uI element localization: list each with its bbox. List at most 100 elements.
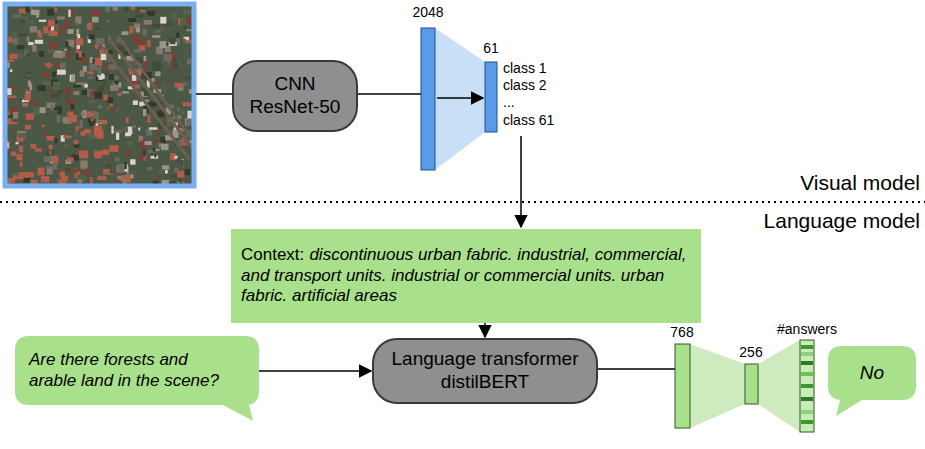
building-patch	[65, 88, 72, 94]
building-patch	[186, 17, 192, 24]
building-patch	[144, 141, 151, 145]
building-patch	[105, 7, 110, 13]
dimension-label: 2048	[412, 4, 443, 21]
building-patch	[81, 112, 85, 116]
text-block: Context:discontinuous urban fabric. indu…	[241, 245, 691, 306]
head-trapezoid	[758, 340, 800, 432]
answer-score-stripe	[801, 352, 813, 356]
building-patch	[25, 93, 31, 100]
building-patch	[62, 24, 70, 28]
building-patch	[182, 102, 191, 106]
building-patch	[35, 40, 43, 44]
building-patch	[31, 144, 36, 149]
building-patch	[87, 89, 94, 96]
building-patch	[153, 148, 155, 152]
building-patch	[183, 82, 187, 85]
building-patch	[60, 63, 66, 69]
building-patch	[14, 172, 20, 174]
building-patch	[93, 112, 99, 119]
building-patch	[156, 82, 160, 85]
building-patch	[60, 172, 65, 177]
building-patch	[82, 57, 87, 64]
building-patch	[79, 51, 82, 58]
building-patch	[38, 30, 41, 34]
building-patch	[70, 169, 77, 173]
building-patch	[72, 11, 74, 16]
building-patch	[13, 112, 18, 119]
text-block: CNN ResNet-50	[245, 73, 345, 119]
building-patch	[132, 125, 136, 128]
building-patch	[107, 20, 109, 22]
node-text: Context:	[241, 245, 304, 264]
building-patch	[68, 10, 70, 17]
node-text: Are there forests and arable land in the…	[29, 350, 234, 391]
building-patch	[35, 149, 42, 152]
building-patch	[95, 45, 99, 49]
building-patch	[110, 104, 113, 107]
node-outline	[233, 61, 357, 131]
building-patch	[127, 141, 133, 146]
building-patch	[135, 14, 144, 17]
building-patch	[96, 38, 105, 45]
building-patch	[37, 167, 44, 175]
building-patch	[48, 20, 55, 27]
building-patch	[76, 126, 79, 131]
building-patch	[98, 105, 102, 109]
building-patch	[19, 33, 27, 36]
building-patch	[183, 9, 191, 15]
building-patch	[114, 81, 118, 85]
building-patch	[177, 157, 179, 162]
node-text: discontinuous urban fabric. industrial, …	[241, 245, 686, 305]
dimension-label: 768	[670, 324, 693, 341]
node-outline	[373, 339, 597, 403]
building-patch	[122, 127, 128, 132]
building-patch	[80, 70, 85, 76]
dimension-label: 61	[483, 40, 499, 57]
building-patch	[67, 52, 71, 60]
node-outline	[231, 229, 701, 323]
building-patch	[174, 63, 179, 69]
building-patch	[160, 17, 166, 24]
node-outline	[15, 336, 259, 421]
building-patch	[57, 70, 66, 75]
railway-track	[110, 40, 194, 150]
building-patch	[28, 42, 33, 45]
answer-vector-bar	[800, 340, 814, 432]
connector-arrow	[259, 370, 371, 372]
building-patch	[49, 42, 57, 49]
class-label: class 61	[503, 112, 554, 129]
building-patch	[92, 17, 99, 23]
building-patch	[147, 167, 153, 171]
building-patch	[174, 156, 177, 159]
building-patch	[43, 131, 47, 136]
building-patch	[157, 176, 159, 180]
building-patch	[136, 27, 140, 32]
answer-score-stripe	[801, 420, 813, 424]
building-patch	[20, 20, 25, 23]
building-patch	[181, 159, 184, 167]
section-label: Visual model	[800, 170, 920, 195]
building-patch	[71, 104, 75, 110]
building-patch	[76, 38, 83, 45]
building-patch	[13, 15, 20, 18]
building-patch	[73, 85, 81, 88]
building-patch	[22, 103, 28, 106]
building-patch	[168, 81, 171, 83]
building-patch	[41, 176, 49, 182]
building-patch	[162, 165, 169, 169]
building-patch	[60, 52, 65, 57]
building-patch	[47, 168, 53, 174]
building-patch	[118, 93, 122, 97]
building-patch	[138, 7, 146, 10]
building-patch	[187, 59, 192, 65]
building-patch	[54, 7, 57, 12]
feature-link	[358, 93, 421, 95]
building-patch	[163, 54, 171, 61]
building-patch	[126, 117, 129, 123]
building-patch	[48, 49, 57, 53]
building-patch	[142, 29, 146, 36]
building-patch	[30, 20, 34, 24]
answer-bubble: No	[828, 346, 916, 400]
answer-score-stripe	[801, 345, 813, 349]
building-patch	[27, 87, 30, 92]
